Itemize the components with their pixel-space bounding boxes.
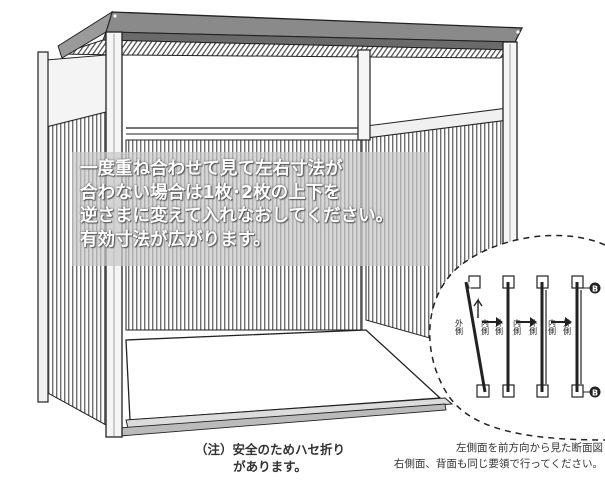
outer-label: 外側 xyxy=(529,318,538,335)
section-step-1 xyxy=(464,275,490,398)
safety-note: （注）安全のためハセ折り があります。 xyxy=(150,441,390,475)
outer-label: 外側 xyxy=(495,318,504,335)
badge-b-label: B xyxy=(592,389,598,398)
badge-b-top: B xyxy=(583,282,601,294)
detail-caption-line: 左側面を前方向から見た断面図 xyxy=(456,442,603,454)
inner-label: 内側 xyxy=(548,318,557,335)
safety-note-line: （注）安全のためハセ折り xyxy=(194,442,345,457)
section-step-2 xyxy=(502,275,515,398)
inner-label: 内側 xyxy=(513,318,522,335)
roof xyxy=(57,10,524,59)
badge-b-label: B xyxy=(592,285,598,294)
instruction-line: 逆さまに変えて入れなおしてください。 xyxy=(80,206,394,226)
instruction-line: 合わない場合は1枚･2枚の上下を xyxy=(80,182,341,203)
section-step-3 xyxy=(536,275,549,398)
instruction-overlay xyxy=(72,152,430,266)
inner-label: 内側 xyxy=(481,318,490,335)
arrow-icon xyxy=(482,317,503,327)
cross-section-diagram: B B 外側 内側 外側 内側 外側 内側 外側 xyxy=(455,275,601,398)
detail-caption-line: 右側面、背面も同じ要領で行ってください。 xyxy=(393,458,603,470)
instruction-line: 有効寸法が広がります。 xyxy=(80,229,271,250)
arrow-icon xyxy=(551,317,572,327)
outer-label: 外側 xyxy=(563,318,572,335)
floor xyxy=(117,329,454,437)
outer-label: 外側 xyxy=(455,318,464,335)
section-step-4 xyxy=(571,275,584,398)
badge-b-bottom: B xyxy=(583,386,601,398)
safety-note-line: があります。 xyxy=(233,459,307,474)
detail-callout xyxy=(429,234,605,441)
arrow-icon xyxy=(516,317,537,327)
detail-caption: 左側面を前方向から見た断面図 右側面、背面も同じ要領で行ってください。 xyxy=(373,440,603,472)
instruction-text: 一度重ね合わせて見て左右寸法が 合わない場合は1枚･2枚の上下を 逆さまに変えて… xyxy=(80,158,440,252)
instruction-line: 一度重ね合わせて見て左右寸法が xyxy=(80,159,343,179)
